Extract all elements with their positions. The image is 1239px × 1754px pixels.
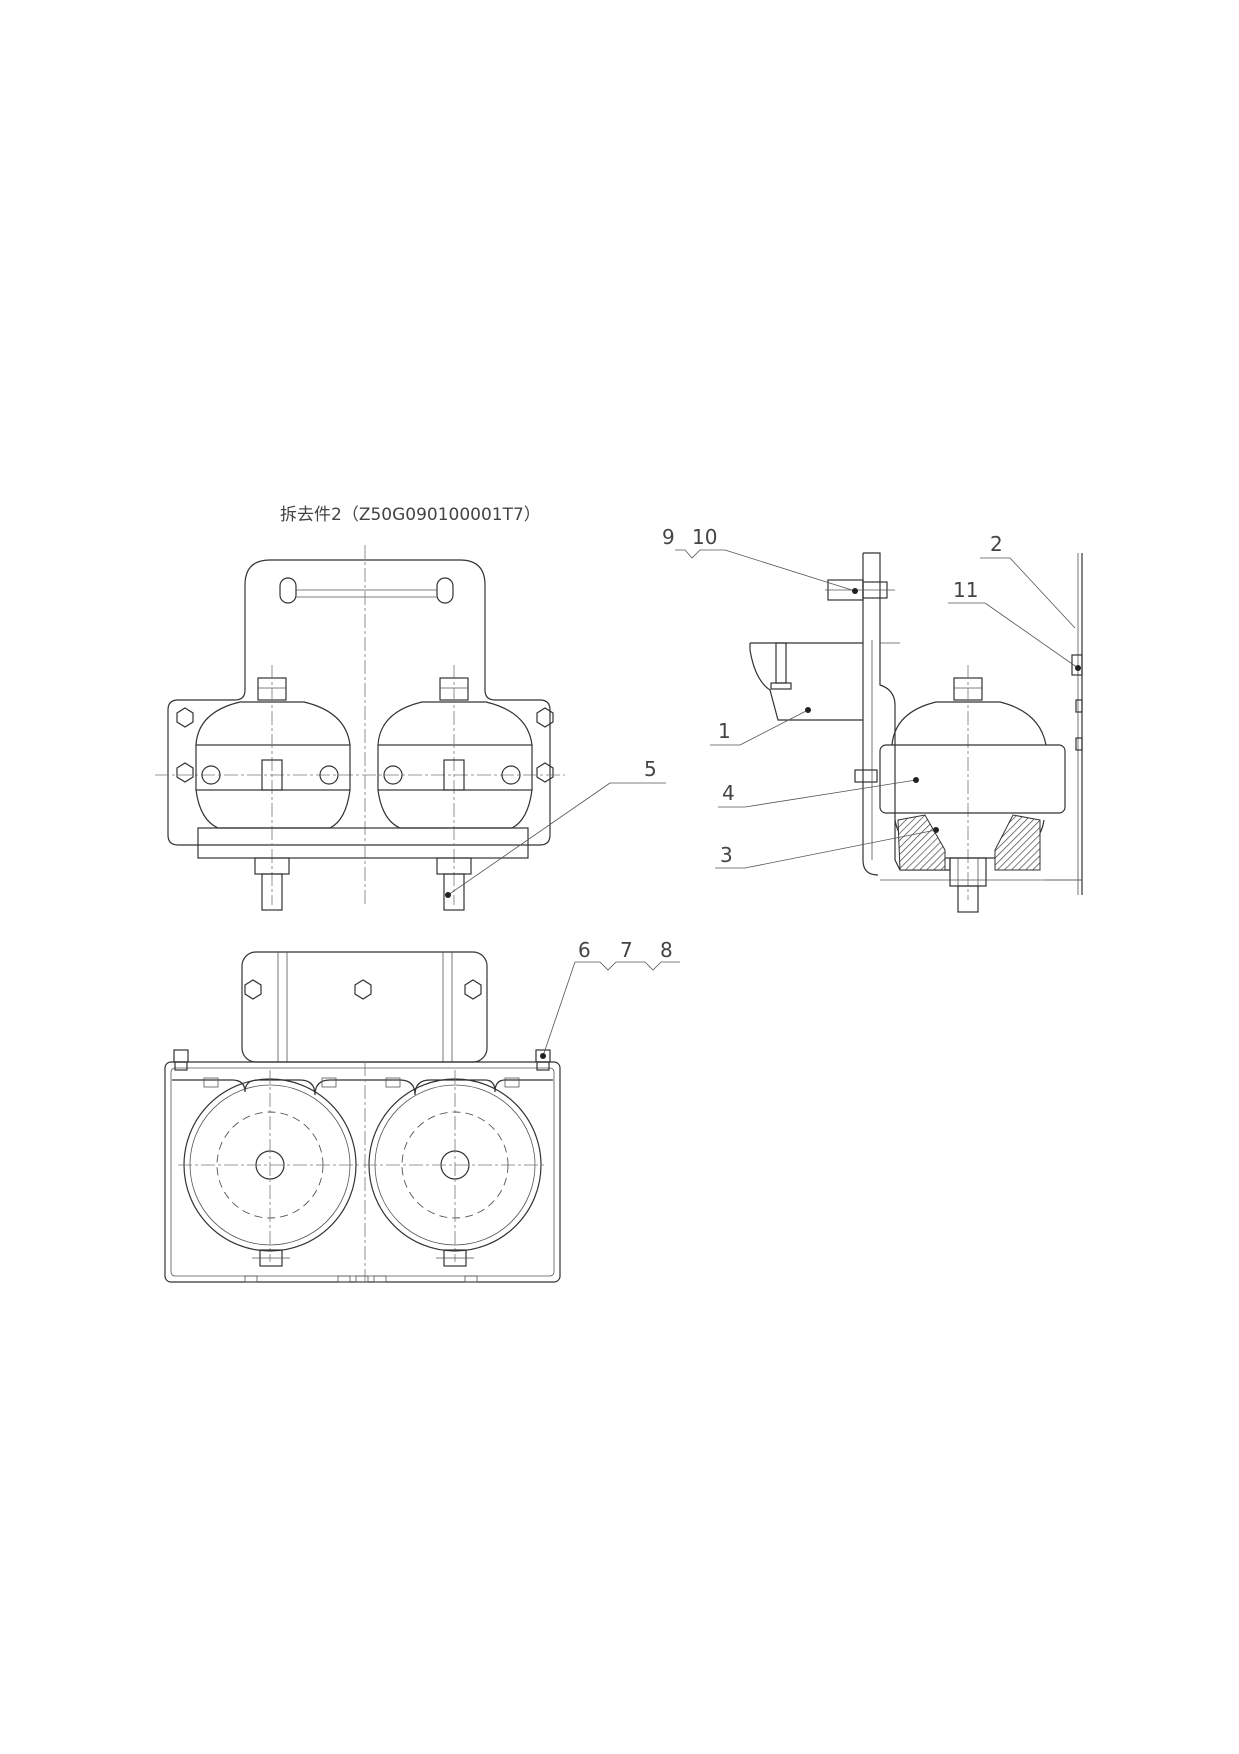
top-slot-right bbox=[436, 577, 454, 604]
strap-tabs bbox=[203, 1077, 520, 1088]
top-slot-left bbox=[279, 577, 297, 604]
svg-text:8: 8 bbox=[660, 938, 673, 962]
top-view-main-plate bbox=[164, 1061, 561, 1283]
svg-text:2: 2 bbox=[990, 532, 1003, 556]
top-view-strap bbox=[172, 1079, 553, 1096]
callout-5: 5 bbox=[445, 757, 666, 898]
callout-9-10: 9 10 bbox=[662, 525, 858, 594]
callout-1: 1 bbox=[710, 707, 811, 746]
svg-text:10: 10 bbox=[692, 525, 717, 549]
right-dome bbox=[377, 665, 533, 905]
front-studs bbox=[254, 857, 472, 911]
front-base-plate bbox=[197, 827, 529, 859]
callout-2: 2 bbox=[980, 532, 1076, 629]
callout-4: 4 bbox=[718, 777, 919, 808]
callout-11: 11 bbox=[948, 578, 1081, 671]
side-view: 1 4 3 9 10 2 bbox=[662, 525, 1083, 913]
svg-text:1: 1 bbox=[718, 719, 731, 743]
top-view-bracket-block bbox=[241, 951, 488, 1063]
svg-text:9: 9 bbox=[662, 525, 675, 549]
front-view: 5 bbox=[155, 545, 666, 911]
svg-text:6: 6 bbox=[578, 938, 591, 962]
side-part-4-band bbox=[879, 744, 1066, 814]
svg-text:5: 5 bbox=[644, 757, 657, 781]
svg-text:3: 3 bbox=[720, 843, 733, 867]
left-dome bbox=[195, 665, 351, 905]
side-part-3-pad-left bbox=[897, 814, 946, 871]
right-accumulator-top bbox=[363, 1070, 547, 1262]
top-view-corner-bolts bbox=[173, 1049, 551, 1071]
top-view-bolts bbox=[244, 1249, 478, 1283]
side-part-3-pad-right bbox=[994, 814, 1041, 871]
svg-text:4: 4 bbox=[722, 781, 735, 805]
callout-6-7-8: 6 7 8 bbox=[540, 938, 680, 1059]
svg-text:11: 11 bbox=[953, 578, 978, 602]
svg-text:7: 7 bbox=[620, 938, 633, 962]
bracket-hex-holes bbox=[176, 707, 554, 783]
top-view: 6 7 8 bbox=[164, 938, 680, 1283]
left-accumulator-top bbox=[178, 1070, 362, 1262]
side-vertical-bracket bbox=[862, 552, 951, 876]
callout-3: 3 bbox=[715, 827, 939, 869]
drawing-title: 拆去件2（Z50G090100001T7） bbox=[280, 505, 541, 525]
side-part-1-arm bbox=[749, 642, 863, 721]
front-bracket-outline bbox=[167, 559, 551, 846]
